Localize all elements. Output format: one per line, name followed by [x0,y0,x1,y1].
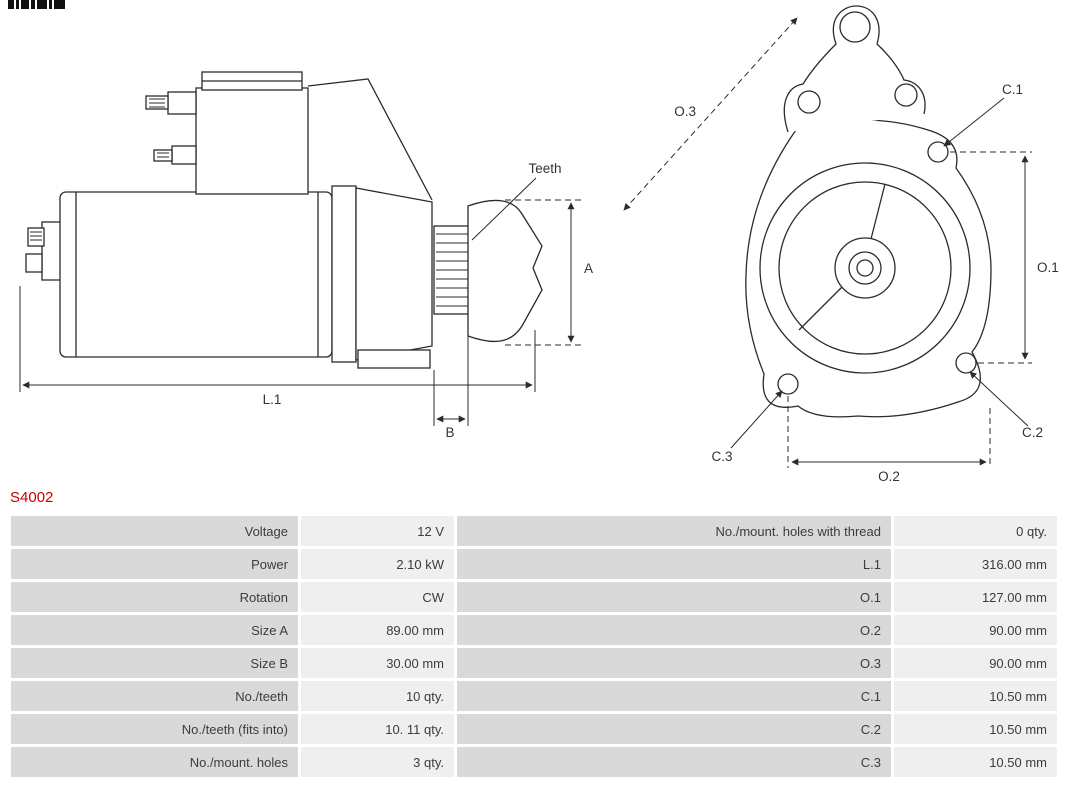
spec-row: No./teeth (fits into) 10. 11 qty. C.2 10… [11,714,1057,744]
spec-value: 10. 11 qty. [301,714,454,744]
spec-label: No./teeth [11,681,298,711]
dim-label-c1: C.1 [1002,82,1023,97]
dim-label-o3: O.3 [674,104,696,119]
dim-label-c3: C.3 [711,449,732,464]
spec-row: Size B 30.00 mm O.3 90.00 mm [11,648,1057,678]
spec-label: O.1 [457,582,891,612]
spec-row: No./teeth 10 qty. C.1 10.50 mm [11,681,1057,711]
spec-label: O.3 [457,648,891,678]
spec-label: Size A [11,615,298,645]
spec-row: Power 2.10 kW L.1 316.00 mm [11,549,1057,579]
spec-value: 12 V [301,516,454,546]
spec-label: O.2 [457,615,891,645]
spec-label: C.1 [457,681,891,711]
side-view-drawing: Teeth A L.1 B [19,71,593,440]
dim-label-c2: C.2 [1022,425,1043,440]
spec-value: 10.50 mm [894,747,1057,777]
spec-label: L.1 [457,549,891,579]
spec-value: 90.00 mm [894,615,1057,645]
spec-row: Size A 89.00 mm O.2 90.00 mm [11,615,1057,645]
spec-value: 30.00 mm [301,648,454,678]
spec-value: 127.00 mm [894,582,1057,612]
part-number: S4002 [10,489,54,506]
spec-value: CW [301,582,454,612]
spec-value: 90.00 mm [894,648,1057,678]
spec-value: 10 qty. [301,681,454,711]
spec-value: 10.50 mm [894,681,1057,711]
teeth-label: Teeth [528,161,561,176]
dim-label-o2: O.2 [878,469,900,484]
spec-value: 316.00 mm [894,549,1057,579]
spec-label: C.3 [457,747,891,777]
spec-label: Size B [11,648,298,678]
specs-table: Voltage 12 V No./mount. holes with threa… [8,513,1060,780]
spec-label: Power [11,549,298,579]
technical-drawing: Teeth A L.1 B [19,5,1059,484]
spec-label: Rotation [11,582,298,612]
dim-label-o1: O.1 [1037,260,1059,275]
spec-row: Voltage 12 V No./mount. holes with threa… [11,516,1057,546]
spec-label: No./mount. holes [11,747,298,777]
spec-value: 2.10 kW [301,549,454,579]
spec-value: 3 qty. [301,747,454,777]
spec-row: Rotation CW O.1 127.00 mm [11,582,1057,612]
dim-label-l1: L.1 [263,392,282,407]
brand-logo [8,0,65,9]
front-view-drawing: O.3 O.1 O.2 C.1 C.2 C.3 [623,5,1059,484]
dim-label-b: B [445,425,454,440]
spec-label: C.2 [457,714,891,744]
spec-label: No./teeth (fits into) [11,714,298,744]
spec-value: 89.00 mm [301,615,454,645]
spec-label: No./mount. holes with thread [457,516,891,546]
dim-label-a: A [584,261,593,276]
spec-label: Voltage [11,516,298,546]
spec-value: 10.50 mm [894,714,1057,744]
spec-value: 0 qty. [894,516,1057,546]
spec-row: No./mount. holes 3 qty. C.3 10.50 mm [11,747,1057,777]
